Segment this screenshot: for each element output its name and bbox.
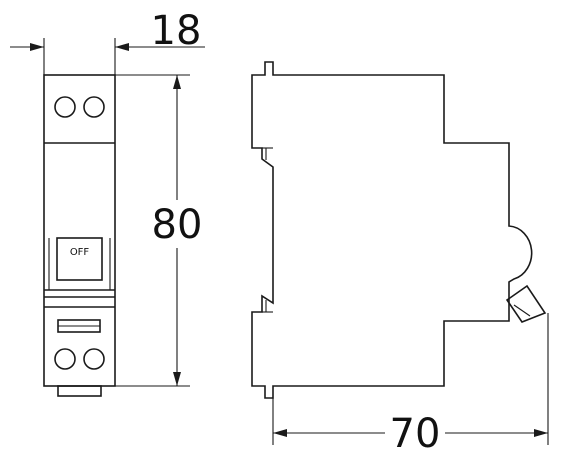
toggle-lever-ridge <box>513 304 531 317</box>
front-view: OFF <box>43 74 116 397</box>
terminal-screw-top-right <box>83 96 105 118</box>
width-value: 18 <box>151 8 202 54</box>
depth-value: 70 <box>390 411 441 457</box>
depth-dimension: 70 <box>272 313 549 457</box>
terminal-screw-bottom-right <box>83 348 105 370</box>
toggle-switch <box>56 237 103 281</box>
terminal-screw-bottom-left <box>54 348 76 370</box>
height-dimension: 80 <box>115 74 203 387</box>
front-bottom-clip <box>57 385 102 397</box>
terminal-screw-top-left <box>54 96 76 118</box>
width-dimension: 18 <box>10 8 205 75</box>
side-view <box>251 61 547 399</box>
height-value: 80 <box>152 202 203 248</box>
off-label: OFF <box>70 247 90 258</box>
side-body-outline <box>251 61 533 399</box>
toggle-lever <box>505 284 547 323</box>
front-body-outline <box>43 74 116 387</box>
